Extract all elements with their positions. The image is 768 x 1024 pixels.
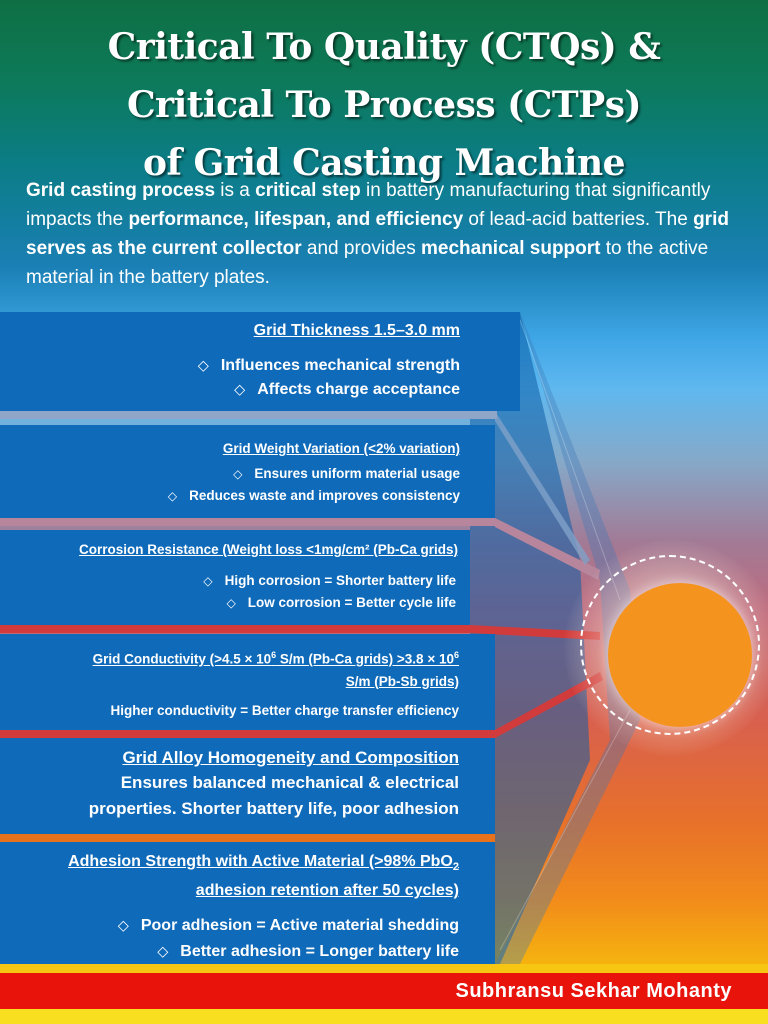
intro-bold-3: critical step [255, 180, 361, 201]
intro-bold-9: mechanical support [421, 238, 601, 259]
list-item: Affects charge acceptance [0, 378, 460, 402]
panel-body-line-1: Ensures balanced mechanical & electrical [120, 773, 459, 792]
bullet-list: Ensures uniform material usage Reduces w… [0, 463, 460, 507]
author-name: Subhransu Sekhar Mohanty [455, 980, 732, 1002]
intro-text-4: in battery manufacturing that significan… [26, 180, 711, 230]
panel-heading: Grid Weight Variation (<2% variation) [222, 441, 460, 456]
intro-paragraph: Grid casting process is a critical step … [26, 176, 746, 292]
superscript: 6 [271, 650, 277, 660]
bullet-list: High corrosion = Shorter battery life Lo… [0, 570, 460, 614]
separator [0, 625, 470, 633]
panel-heading: Grid Conductivity (>4.5 × 106 S/m (Pb-Ca… [0, 644, 459, 671]
panel-heading-line-2: S/m (Pb-Sb grids) [345, 673, 459, 689]
bullet-list: Poor adhesion = Active material shedding… [0, 913, 459, 965]
heading-part: Grid Conductivity (>4.5 × 10 [92, 651, 272, 667]
list-item: Low corrosion = Better cycle life [0, 592, 456, 614]
panel-adhesion-strength: Adhesion Strength with Active Material (… [0, 842, 495, 964]
panel-heading-line-2: adhesion retention after 50 cycles) [195, 882, 459, 900]
heading-part: Adhesion Strength with Active Material (… [68, 853, 453, 870]
intro-text-8: and provides [301, 238, 421, 259]
bullet-list: Influences mechanical strength Affects c… [0, 354, 460, 402]
panel-body-line-2: properties. Shorter battery life, poor a… [88, 799, 459, 818]
panel-body: Higher conductivity = Better charge tran… [110, 702, 459, 718]
panel-heading: Grid Thickness 1.5–3.0 mm [253, 322, 460, 339]
panel-grid-weight-variation: Grid Weight Variation (<2% variation) En… [0, 425, 495, 518]
list-item: Influences mechanical strength [0, 354, 460, 378]
subscript: 2 [452, 861, 459, 874]
separator [0, 834, 495, 842]
panel-grid-conductivity: Grid Conductivity (>4.5 × 106 S/m (Pb-Ca… [0, 634, 495, 730]
page-title: Critical To Quality (CTQs) & Critical To… [0, 18, 768, 192]
list-item: Reduces waste and improves consistency [0, 485, 460, 507]
panel-heading: Adhesion Strength with Active Material (… [0, 850, 459, 879]
title-line-1: Critical To Quality (CTQs) & [107, 26, 661, 68]
separator [0, 730, 495, 738]
list-item: Poor adhesion = Active material shedding [0, 913, 459, 939]
heading-part: S/m (Pb-Ca grids) >3.8 × 10 [276, 651, 454, 667]
list-item: High corrosion = Shorter battery life [0, 570, 456, 592]
panel-heading: Corrosion Resistance (Weight loss <1mg/c… [79, 542, 458, 557]
intro-bold-7: grid serves as the current collector [26, 209, 729, 259]
footer-stripe-yellow [0, 964, 768, 973]
dashed-ring [580, 555, 760, 735]
list-item: Ensures uniform material usage [0, 463, 460, 485]
intro-bold-1: Grid casting process [26, 180, 216, 201]
orange-sun-circle [608, 583, 752, 727]
intro-text-6: of lead-acid batteries. The [463, 209, 694, 230]
intro-bold-5: performance, lifespan, and efficiency [128, 209, 464, 230]
panel-heading: Grid Alloy Homogeneity and Composition [122, 748, 459, 767]
panel-grid-alloy-homogeneity: Grid Alloy Homogeneity and Composition E… [0, 738, 495, 834]
list-item: Better adhesion = Longer battery life [0, 939, 459, 965]
separator [0, 411, 497, 419]
title-line-2: Critical To Process (CTPs) [126, 84, 642, 126]
title-line-3: of Grid Casting Machine [142, 142, 626, 184]
panel-grid-thickness: Grid Thickness 1.5–3.0 mm Influences mec… [0, 312, 520, 411]
panel-corrosion-resistance: Corrosion Resistance (Weight loss <1mg/c… [0, 530, 470, 625]
intro-text-10: to the active material in the battery pl… [26, 238, 709, 288]
superscript: 6 [453, 650, 459, 660]
footer-bar [0, 973, 768, 1009]
intro-text-2: is a [215, 180, 256, 201]
separator [0, 518, 495, 526]
footer-stripe-bottom [0, 1009, 768, 1024]
